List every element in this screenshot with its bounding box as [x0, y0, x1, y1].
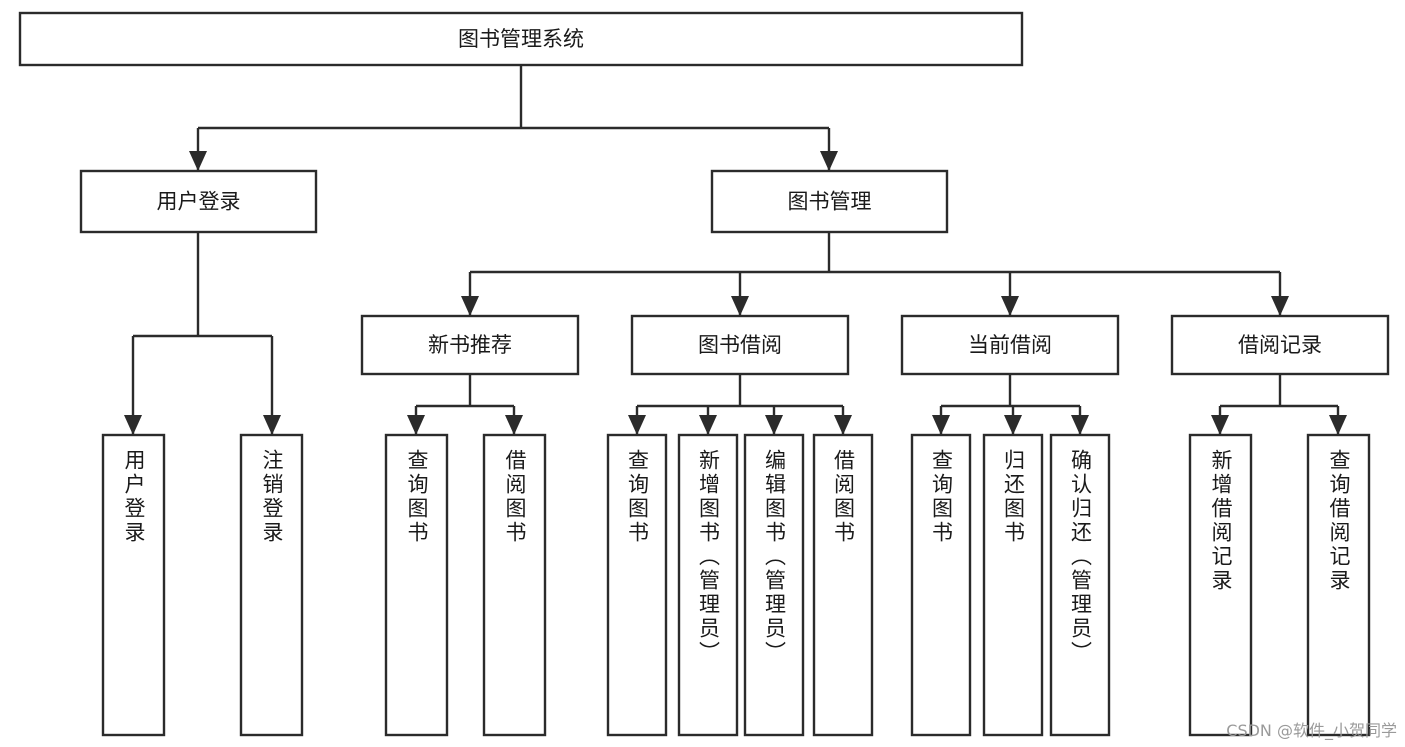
- node-box[interactable]: [710, 169, 949, 234]
- leaf-node-leaf-borrow-add-book[interactable]: [677, 433, 739, 737]
- node-user-login[interactable]: [79, 169, 318, 234]
- node-box[interactable]: [900, 314, 1120, 376]
- node-label: 当前借阅: [968, 333, 1052, 357]
- node-label: 新书推荐: [428, 333, 512, 357]
- node-box[interactable]: [910, 433, 972, 737]
- node-box[interactable]: [982, 433, 1044, 737]
- node-label: 借阅记录: [1238, 333, 1322, 357]
- node-borrow-record[interactable]: [1170, 314, 1390, 376]
- node-box[interactable]: [360, 314, 580, 376]
- arrow-head-icon: [628, 415, 646, 435]
- node-box[interactable]: [1049, 433, 1111, 737]
- node-box[interactable]: [1306, 433, 1371, 737]
- connectors-layer: [124, 65, 1347, 435]
- arrow-head-icon: [1329, 415, 1347, 435]
- leaf-node-leaf-borrow-edit-book[interactable]: [743, 433, 805, 737]
- arrow-head-icon: [189, 151, 207, 171]
- arrow-head-icon: [124, 415, 142, 435]
- node-box[interactable]: [677, 433, 739, 737]
- arrow-head-icon: [263, 415, 281, 435]
- arrow-head-icon: [699, 415, 717, 435]
- leaf-node-leaf-cur-confirm-return[interactable]: [1049, 433, 1111, 737]
- node-new-book-rec[interactable]: [360, 314, 580, 376]
- boxes-layer: [18, 11, 1390, 737]
- arrow-head-icon: [1004, 415, 1022, 435]
- node-book-manage[interactable]: [710, 169, 949, 234]
- node-box[interactable]: [79, 169, 318, 234]
- leaf-node-leaf-borrow-query-book[interactable]: [606, 433, 668, 737]
- arrow-head-icon: [765, 415, 783, 435]
- node-box[interactable]: [630, 314, 850, 376]
- arrow-head-icon: [1001, 296, 1019, 316]
- arrow-head-icon: [407, 415, 425, 435]
- arrow-head-icon: [820, 151, 838, 171]
- leaf-node-leaf-borrow-borrow-book[interactable]: [812, 433, 874, 737]
- arrow-head-icon: [1211, 415, 1229, 435]
- leaf-node-leaf-rec-borrow-book[interactable]: [482, 433, 547, 737]
- node-box[interactable]: [1170, 314, 1390, 376]
- leaf-node-leaf-rec-query-book[interactable]: [384, 433, 449, 737]
- node-book-borrow[interactable]: [630, 314, 850, 376]
- node-box[interactable]: [101, 433, 166, 737]
- watermark-csdn: CSDN @软件_小贺同学: [1226, 721, 1397, 740]
- node-label: 图书借阅: [698, 333, 782, 357]
- node-box[interactable]: [812, 433, 874, 737]
- leaf-node-leaf-rec-add-record[interactable]: [1188, 433, 1253, 737]
- node-label: 图书管理系统: [458, 27, 584, 51]
- leaf-node-leaf-user-login[interactable]: [101, 433, 166, 737]
- arrow-head-icon: [731, 296, 749, 316]
- node-box[interactable]: [239, 433, 304, 737]
- node-root[interactable]: [18, 11, 1024, 67]
- node-box[interactable]: [606, 433, 668, 737]
- arrow-head-icon: [932, 415, 950, 435]
- node-box[interactable]: [1188, 433, 1253, 737]
- node-box[interactable]: [18, 11, 1024, 67]
- leaf-node-leaf-cur-return-book[interactable]: [982, 433, 1044, 737]
- arrow-head-icon: [461, 296, 479, 316]
- arrow-head-icon: [1071, 415, 1089, 435]
- arrow-head-icon: [505, 415, 523, 435]
- node-label: 图书管理: [788, 190, 872, 214]
- node-box[interactable]: [384, 433, 449, 737]
- arrow-head-icon: [834, 415, 852, 435]
- node-current-borrow[interactable]: [900, 314, 1120, 376]
- leaf-node-leaf-cur-query-book[interactable]: [910, 433, 972, 737]
- node-box[interactable]: [743, 433, 805, 737]
- leaf-node-leaf-user-logout[interactable]: [239, 433, 304, 737]
- leaf-node-leaf-rec-query-record[interactable]: [1306, 433, 1371, 737]
- arrow-head-icon: [1271, 296, 1289, 316]
- node-label: 用户登录: [157, 190, 241, 214]
- node-box[interactable]: [482, 433, 547, 737]
